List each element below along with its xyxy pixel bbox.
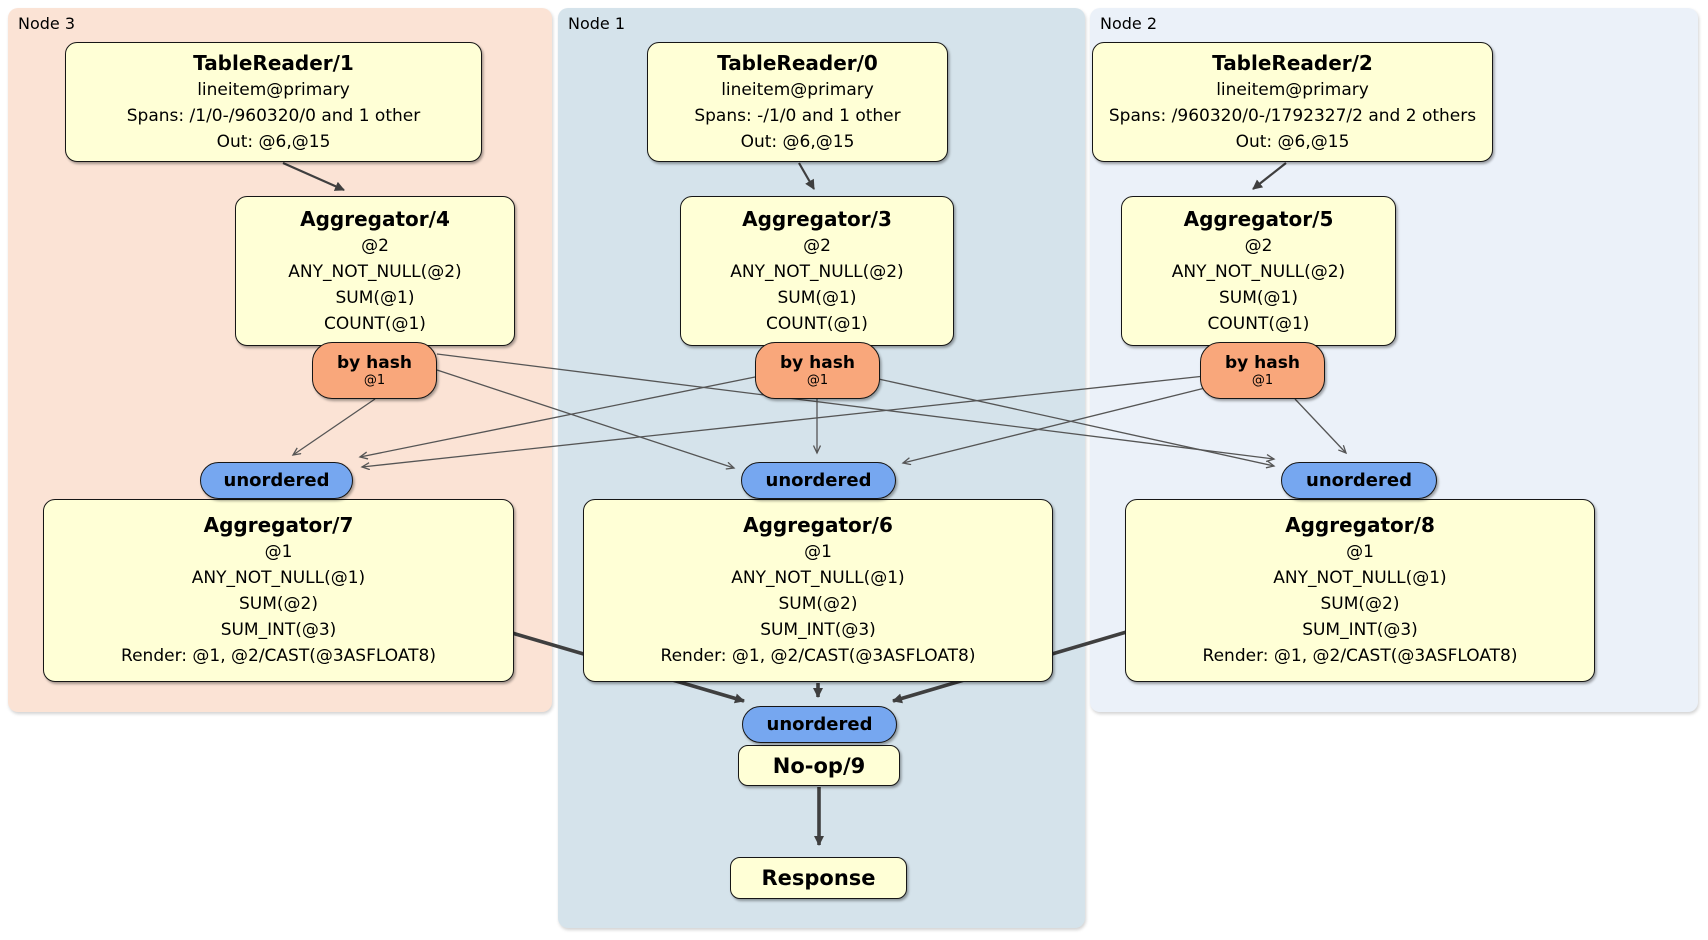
node-detail: Spans: /1/0-/960320/0 and 1 other — [126, 105, 421, 126]
node-detail: lineitem@primary — [197, 79, 350, 100]
node-detail: Out: @6,@15 — [740, 131, 855, 152]
router-label: by hash — [780, 353, 855, 373]
node-title: Aggregator/6 — [743, 513, 893, 537]
node-aggregator-6: Aggregator/6 @1 ANY_NOT_NULL(@1) SUM(@2)… — [583, 499, 1053, 682]
stream-unordered-node2: unordered — [1281, 462, 1437, 499]
node-title: Aggregator/4 — [300, 206, 450, 231]
node-title: TableReader/2 — [1212, 50, 1373, 75]
node-detail: @1 — [804, 542, 832, 562]
node-detail: SUM_INT(@3) — [220, 620, 337, 640]
node-detail: SUM_INT(@3) — [760, 620, 876, 640]
node-detail: @1 — [264, 542, 293, 562]
node-detail: COUNT(@1) — [324, 313, 426, 334]
stream-label: unordered — [223, 470, 330, 491]
node-detail: ANY_NOT_NULL(@1) — [191, 568, 366, 588]
node-detail: SUM(@2) — [239, 594, 318, 614]
router-by-hash-node1: by hash @1 — [755, 342, 880, 399]
node-detail: Spans: -/1/0 and 1 other — [694, 105, 901, 126]
node-response: Response — [730, 857, 907, 899]
node-tablereader-0: TableReader/0 lineitem@primary Spans: -/… — [647, 42, 948, 162]
node-aggregator-7: Aggregator/7 @1 ANY_NOT_NULL(@1) SUM(@2)… — [43, 499, 514, 682]
node-title: TableReader/1 — [193, 50, 354, 75]
node-tablereader-1: TableReader/1 lineitem@primary Spans: /1… — [65, 42, 482, 162]
router-label: by hash — [1225, 353, 1300, 373]
node-detail: SUM(@1) — [335, 287, 415, 308]
node-detail: @2 — [1244, 235, 1273, 256]
node-title: No-op/9 — [772, 753, 866, 778]
router-detail: @1 — [806, 373, 829, 388]
router-detail: @1 — [1251, 373, 1274, 388]
node-detail: Out: @6,@15 — [216, 131, 331, 152]
node-detail: COUNT(@1) — [766, 313, 868, 334]
node-detail: SUM_INT(@3) — [1302, 620, 1418, 640]
cluster-node1-label: Node 1 — [568, 14, 626, 33]
node-detail: COUNT(@1) — [1207, 313, 1310, 334]
cluster-node3-label: Node 3 — [18, 14, 76, 33]
router-by-hash-node3: by hash @1 — [312, 342, 437, 399]
node-detail: Render: @1, @2/CAST(@3ASFLOAT8) — [1202, 646, 1518, 666]
node-title: Aggregator/3 — [742, 206, 892, 231]
node-detail: SUM(@2) — [1320, 594, 1400, 614]
node-aggregator-4: Aggregator/4 @2 ANY_NOT_NULL(@2) SUM(@1)… — [235, 196, 515, 346]
cluster-node2-label: Node 2 — [1100, 14, 1158, 33]
node-detail: ANY_NOT_NULL(@1) — [731, 568, 905, 588]
node-title: Response — [761, 866, 876, 890]
stream-unordered-final: unordered — [742, 706, 897, 743]
node-detail: ANY_NOT_NULL(@1) — [1273, 568, 1447, 588]
node-detail: SUM(@1) — [777, 287, 857, 308]
node-detail: @1 — [1346, 542, 1374, 562]
node-detail: Render: @1, @2/CAST(@3ASFLOAT8) — [660, 646, 976, 666]
node-noop-9: No-op/9 — [738, 745, 900, 786]
node-detail: lineitem@primary — [1216, 79, 1369, 100]
node-aggregator-3: Aggregator/3 @2 ANY_NOT_NULL(@2) SUM(@1)… — [680, 196, 954, 346]
node-title: Aggregator/8 — [1285, 513, 1435, 537]
node-detail: ANY_NOT_NULL(@2) — [288, 261, 462, 282]
node-detail: SUM(@1) — [1219, 287, 1298, 308]
router-label: by hash — [337, 353, 412, 373]
node-tablereader-2: TableReader/2 lineitem@primary Spans: /9… — [1092, 42, 1493, 162]
stream-label: unordered — [766, 714, 873, 735]
node-detail: @2 — [361, 235, 389, 256]
stream-label: unordered — [1306, 470, 1412, 491]
router-detail: @1 — [363, 373, 386, 388]
router-by-hash-node2: by hash @1 — [1200, 342, 1325, 399]
node-detail: lineitem@primary — [721, 79, 874, 100]
node-detail: Out: @6,@15 — [1235, 131, 1350, 152]
node-detail: Render: @1, @2/CAST(@3ASFLOAT8) — [121, 646, 436, 666]
node-detail: @2 — [803, 235, 831, 256]
node-title: Aggregator/7 — [203, 513, 354, 537]
stream-unordered-node1: unordered — [741, 462, 896, 499]
node-detail: ANY_NOT_NULL(@2) — [1171, 261, 1346, 282]
node-aggregator-5: Aggregator/5 @2 ANY_NOT_NULL(@2) SUM(@1)… — [1121, 196, 1396, 346]
stream-unordered-node3: unordered — [200, 462, 353, 499]
node-detail: ANY_NOT_NULL(@2) — [730, 261, 904, 282]
node-aggregator-8: Aggregator/8 @1 ANY_NOT_NULL(@1) SUM(@2)… — [1125, 499, 1595, 682]
stream-label: unordered — [765, 470, 872, 491]
node-detail: Spans: /960320/0-/1792327/2 and 2 others — [1108, 105, 1477, 126]
node-title: TableReader/0 — [717, 50, 878, 75]
node-title: Aggregator/5 — [1183, 206, 1334, 231]
node-detail: SUM(@2) — [778, 594, 858, 614]
